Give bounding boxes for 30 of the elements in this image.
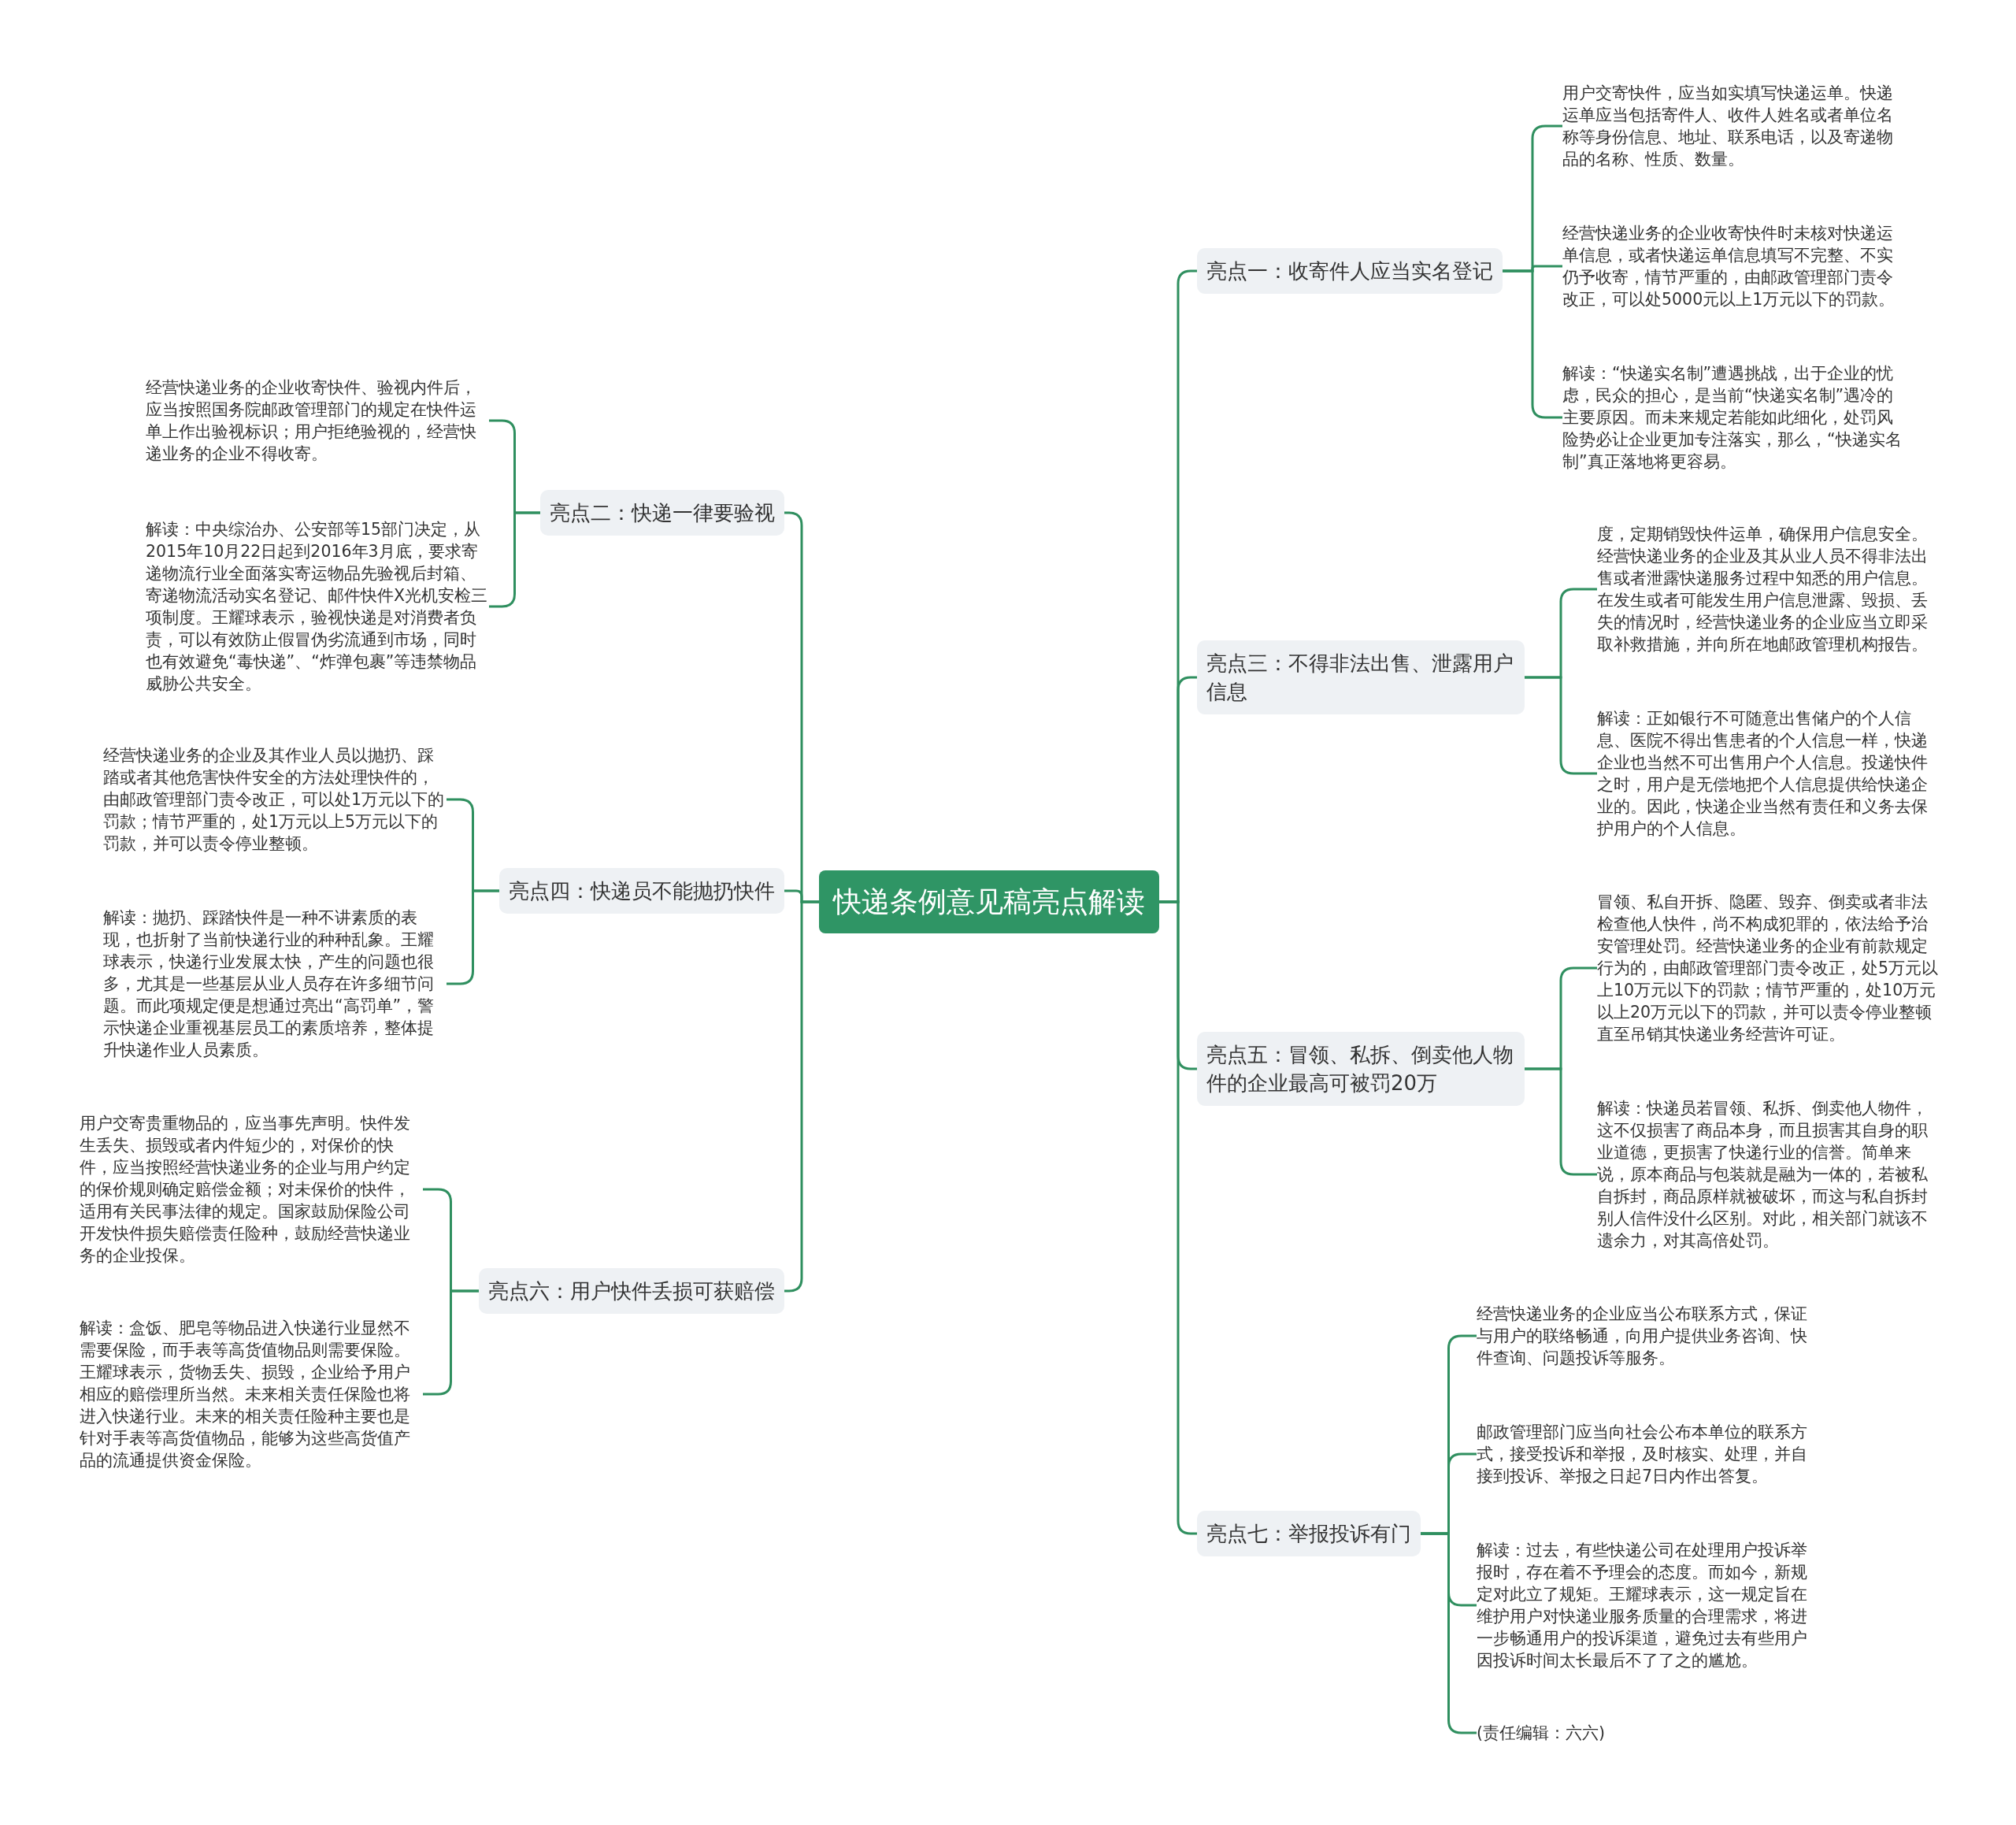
connector-line [1525,676,1597,775]
topic-box: 亮点七：举报投诉有门 [1197,1511,1421,1556]
note-text: 解读：正如银行不可随意出售储户的个人信息、医院不得出售患者的个人信息一样，快递企业也当然不可出售用户个人信息。投递快件之时，用户是无偿地把个人信息提供给快递企业的。因此，快递企业当然有责任和义务去保护用户的个人信息。 [1597,707,1939,840]
topic-box: 亮点五：冒领、私拆、倒卖他人物件的企业最高可被罚20万 [1197,1032,1525,1106]
note-text: 解读：“快递实名制”遭遇挑战，出于企业的忧虑，民众的担心，是当前“快递实名制”遇冷的主要原因。而未来规定若能如此细化，处罚风险势必让企业更加专注落实，那么，“快递实名制”真正落地将更容易。 [1562,362,1906,473]
note-text: 经营快递业务的企业收寄快件时未核对快递运单信息，或者快递运单信息填写不完整、不实仍予收寄，情节严重的，由邮政管理部门责令改正，可以处5000元以上1万元以下的罚款。 [1562,222,1906,310]
topic-box: 亮点二：快递一律要验视 [540,490,784,536]
note-text: 冒领、私自开拆、隐匿、毁弃、倒卖或者非法检查他人快件，尚不构成犯罪的，依法给予治安管理处罚。经营快递业务的企业有前款规定行为的，由邮政管理部门责令改正，处5万元以上10万元以下的罚款；情节严重的，处10万元以上20万元以下的罚款，并可以责令停业整顿直至吊销其快递业务经营许可证。 [1597,891,1939,1045]
connector-line [1525,1067,1597,1176]
note-text: (责任编辑：六六) [1477,1722,1820,1744]
note-text: 解读：快递员若冒领、私拆、倒卖他人物件，这不仅损害了商品本身，而且损害其自身的职业道德，更损害了快递行业的信誉。简单来说，原本商品与包装就是融为一体的，若被私自拆封，商品原样就被破坏，而这与私自拆封别人信件没什么区别。对此，相关部门就该不遗余力，对其高倍处罚。 [1597,1097,1939,1252]
note-text: 邮政管理部门应当向社会公布本单位的联系方式，接受投诉和举报，及时核实、处理，并自接到投诉、举报之日起7日内作出答复。 [1477,1421,1820,1487]
topic-box: 亮点三：不得非法出售、泄露用户信息 [1197,640,1525,714]
note-text: 解读：抛扔、踩踏快件是一种不讲素质的表现，也折射了当前快递行业的种种乱象。王耀球表示，快递行业发展太快，产生的问题也很多，尤其是一些基层从业人员存在许多细节问题。而此项规定便是想通过亮出“高罚单”，警示快递企业重视基层员工的素质培养，整体提升快递作业人员素质。 [103,907,447,1061]
note-text: 度，定期销毁快件运单，确保用户信息安全。经营快递业务的企业及其从业人员不得非法出售或者泄露快递服务过程中知悉的用户信息。在发生或者可能发生用户信息泄露、毁损、丢失的情况时，经营快递业务的企业应当立即采取补救措施，并向所在地邮政管理机构报告。 [1597,523,1939,655]
central-topic-box: 快递条例意见稿亮点解读 [819,870,1159,933]
note-text: 经营快递业务的企业收寄快件、验视内件后，应当按照国务院邮政管理部门的规定在快件运单上作出验视标识；用户拒绝验视的，经营快递业务的企业不得收寄。 [146,376,489,465]
topic-box: 亮点四：快递员不能抛扔快件 [499,868,784,914]
note-text: 解读：中央综治办、公安部等15部门决定，从2015年10月22日起到2016年3月底，要求寄递物流行业全面落实寄运物品先验视后封箱、寄递物流活动实名登记、邮件快件X光机安检三项制度。王耀球表示，验视快递是对消费者负责，可以有效防止假冒伪劣流通到市场，同时也有效避免“毒快递”、“炸弹包裹”等违禁物品威胁公共安全。 [146,518,489,695]
note-text: 用户交寄快件，应当如实填写快递运单。快递运单应当包括寄件人、收件人姓名或者单位名称等身份信息、地址、联系电话，以及寄递物品的名称、性质、数量。 [1562,82,1906,170]
note-text: 经营快递业务的企业及其作业人员以抛扔、踩踏或者其他危害快件安全的方法处理快件的，由邮政管理部门责令改正，可以处1万元以下的罚款；情节严重的，处1万元以上5万元以下的罚款，并可以责令停业整顿。 [103,744,447,855]
note-text: 经营快递业务的企业应当公布联系方式，保证与用户的联络畅通，向用户提供业务咨询、快件查询、问题投诉等服务。 [1477,1303,1820,1369]
note-text: 解读：过去，有些快递公司在处理用户投诉举报时，存在着不予理会的态度。而如今，新规定对此立了规矩。王耀球表示，这一规定旨在维护用户对快递业服务质量的合理需求，将进一步畅通用户的投诉渠道，避免过去有些用户因投诉时间太长最后不了了之的尴尬。 [1477,1539,1820,1671]
topic-box: 亮点六：用户快件丢损可获赔偿 [479,1268,784,1314]
connector-line [1503,269,1562,419]
connector-line [1421,1532,1477,1734]
connector-line [423,1289,479,1396]
note-text: 解读：盒饭、肥皂等物品进入快递行业显然不需要保险，而手表等高货值物品则需要保险。王耀球表示，货物丢失、损毁，企业给予用户相应的赔偿理所当然。未来相关责任保险也将进入快递行业。未来的相关责任险种主要也是针对手表等高货值物品，能够为这些高货值产品的流通提供资金保险。 [80,1317,423,1471]
topic-box: 亮点一：收寄件人应当实名登记 [1197,248,1503,294]
note-text: 用户交寄贵重物品的，应当事先声明。快件发生丢失、损毁或者内件短少的，对保价的快件，应当按照经营快递业务的企业与用户约定的保价规则确定赔偿金额；对未保价的快件，适用有关民事法律的规定。国家鼓励保险公司开发快件损失赔偿责任险种，鼓励经营快递业务的企业投保。 [80,1112,423,1267]
